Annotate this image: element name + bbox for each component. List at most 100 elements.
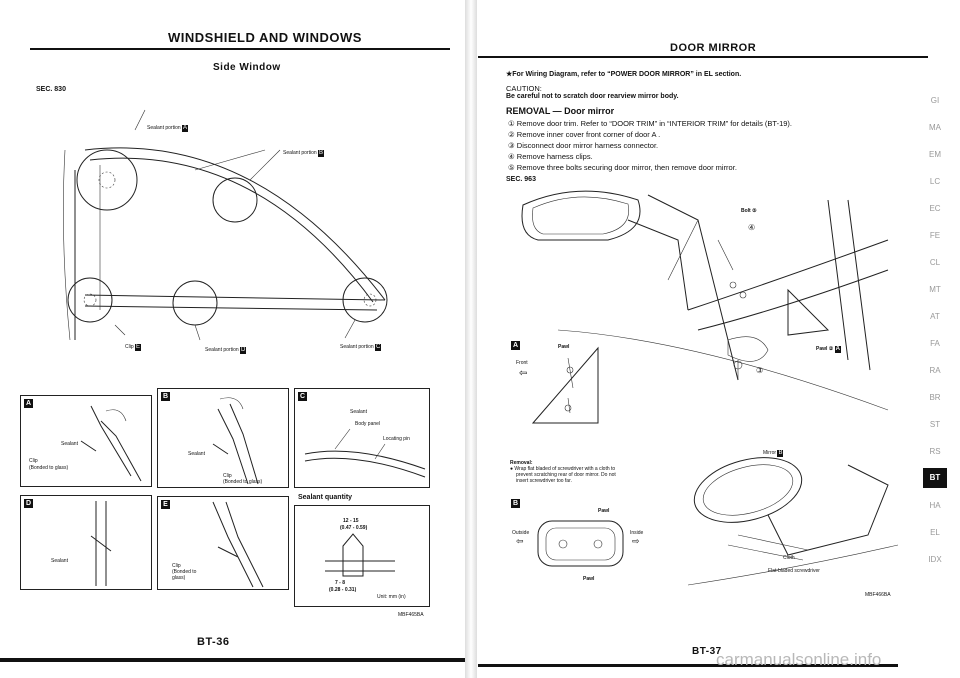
cloth-label: Cloth [783, 555, 795, 561]
inset-a-pawl: Pawl [558, 344, 570, 350]
tab-gi[interactable]: GI [930, 96, 940, 105]
pawl-label: Pawl ② A [816, 346, 841, 353]
right-header-rule [478, 56, 928, 58]
detail-panel-b: B Sealant Clip (Bonded to glass) [157, 388, 289, 488]
panel-a-sealant: Sealant [61, 441, 78, 447]
tab-ha[interactable]: HA [929, 501, 941, 510]
quantity-dim2b: (0.28 - 0.31) [329, 587, 357, 593]
tab-rs[interactable]: RS [929, 447, 941, 456]
panel-b-clip: Clip [223, 473, 232, 479]
tab-br[interactable]: BR [929, 393, 941, 402]
panel-c-body-panel: Body panel [355, 421, 381, 427]
inset-b-outside: Outside [512, 530, 530, 536]
tab-fe[interactable]: FE [929, 231, 941, 240]
panel-a-clip-note: (Bonded to glass) [29, 465, 69, 471]
sealant-quantity-title: Sealant quantity [298, 494, 353, 501]
inset-a-letter: A [511, 341, 520, 350]
tab-ec[interactable]: EC [929, 204, 941, 213]
left-figure-code: MBF465BA [398, 612, 424, 618]
panel-b-clip-note: (Bonded to glass) [223, 479, 263, 485]
bolt-label: Bolt ⑤ [741, 208, 757, 214]
door-mirror-diagram [521, 190, 889, 411]
tab-ma[interactable]: MA [929, 123, 941, 132]
panel-c-locating-pin: Locating pin [383, 436, 410, 442]
right-page-number: BT-37 [692, 646, 722, 657]
left-page-header: WINDSHIELD AND WINDOWS [168, 30, 362, 45]
inset-b-pawl-bottom: Pawl [583, 576, 595, 582]
section-index-tabs: GI MA EM LC EC FE CL MT AT FA RA BR ST R… [923, 96, 947, 596]
tab-cl[interactable]: CL [929, 258, 941, 267]
detail-panel-e: E Clip (Bonded to glass) [157, 496, 289, 590]
quantity-dim1b: (0.47 - 0.59) [340, 525, 368, 531]
watermark: carmanualsonline.info [716, 650, 882, 669]
left-bottom-rule [0, 658, 470, 662]
mirror-removal-diagram [687, 457, 899, 586]
left-page: WINDSHIELD AND WINDOWS Side Window SEC. … [0, 0, 470, 678]
inset-b-letter: B [511, 499, 520, 508]
step-2: ② Remove inner cover front corner of doo… [508, 130, 661, 139]
tab-idx[interactable]: IDX [928, 555, 942, 564]
panel-b-sealant: Sealant [188, 451, 205, 457]
removal-steps: ① Remove door trim. Refer to “DOOR TRIM”… [508, 118, 792, 173]
panel-a-letter: A [24, 399, 33, 408]
tab-lc[interactable]: LC [929, 177, 941, 186]
quantity-dim1: 12 - 15 [343, 518, 359, 524]
inset-b: B Pawl Pawl Outside ⇦ Inside ⇨ [508, 496, 658, 586]
label-sealant-d: Sealant portion D [205, 347, 247, 354]
panel-e-clip-note1: (Bonded to [172, 569, 197, 575]
detail-panel-d: D Sealant [20, 495, 152, 590]
inset-b-outside-arrow: ⇦ [516, 536, 524, 546]
right-sec-label: SEC. 963 [506, 176, 536, 183]
inset-b-inside: Inside [630, 530, 644, 536]
inset-b-inside-arrow: ⇨ [632, 536, 640, 546]
wiring-note: ★For Wiring Diagram, refer to “POWER DOO… [506, 71, 742, 78]
right-page-header: DOOR MIRROR [670, 42, 757, 54]
removal-note-title: Removal: [510, 460, 533, 466]
detail-panel-c: C Sealant Body panel Locating pin [294, 388, 430, 488]
panel-c-sealant: Sealant [350, 409, 367, 415]
tab-ra[interactable]: RA [929, 366, 941, 375]
tab-st[interactable]: ST [929, 420, 941, 429]
right-page: DOOR MIRROR ★For Wiring Diagram, refer t… [478, 0, 960, 678]
panel-e-clip-note2: glass) [172, 575, 186, 581]
quantity-dim2: 7 - 8 [335, 580, 346, 586]
step-3: ③ Disconnect door mirror harness connect… [508, 141, 659, 150]
left-header-rule [30, 48, 450, 50]
num-4-label: ④ [748, 223, 756, 232]
page-gutter [465, 0, 477, 678]
left-page-number: BT-36 [197, 636, 230, 648]
label-sealant-b: Sealant portion B [283, 150, 325, 157]
removal-note-3: insert screwdriver too far. [516, 478, 572, 484]
screwdriver-label: Flat-bladed screwdriver [768, 568, 820, 574]
tab-fa[interactable]: FA [930, 339, 940, 348]
step-5: ⑤ Remove three bolts securing door mirro… [508, 163, 737, 172]
removal-note-2: prevent scratching rear of door mirror. … [516, 472, 616, 478]
inset-a-front-arrow: ⇦ [519, 368, 528, 379]
num-3-label: ③ [756, 366, 764, 375]
removal-title: REMOVAL — Door mirror [506, 106, 615, 116]
caution-title: CAUTION: [506, 84, 542, 93]
label-sealant-a: Sealant portion A [147, 125, 189, 132]
label-clip-e: Clip E [125, 344, 142, 351]
right-bottom-rule [478, 664, 898, 667]
step-4: ④ Remove harness clips. [508, 152, 593, 161]
quantity-unit: Unit: mm (in) [377, 594, 406, 600]
panel-b-letter: B [161, 392, 170, 401]
tab-el[interactable]: EL [930, 528, 940, 537]
inset-a-front: Front [516, 360, 528, 366]
left-sec-label: SEC. 830 [36, 86, 66, 93]
removal-note-1: ● Wrap flat bladed of screwdriver with a… [510, 466, 616, 472]
panel-e-letter: E [161, 500, 170, 509]
inset-a: A Front ⇦ Pawl [508, 338, 608, 428]
panel-c-letter: C [298, 392, 307, 401]
tab-at[interactable]: AT [930, 312, 940, 321]
tab-em[interactable]: EM [929, 150, 941, 159]
right-figure-code: MBF466BA [865, 592, 891, 598]
label-sealant-c: Sealant portion C [340, 344, 382, 351]
caution-text: Be careful not to scratch door rearview … [506, 93, 679, 100]
side-window-title: Side Window [213, 62, 281, 73]
tab-mt[interactable]: MT [929, 285, 941, 294]
inset-b-pawl-top: Pawl [598, 508, 610, 514]
tab-bt[interactable]: BT [923, 468, 947, 488]
side-window-diagram [63, 109, 388, 341]
